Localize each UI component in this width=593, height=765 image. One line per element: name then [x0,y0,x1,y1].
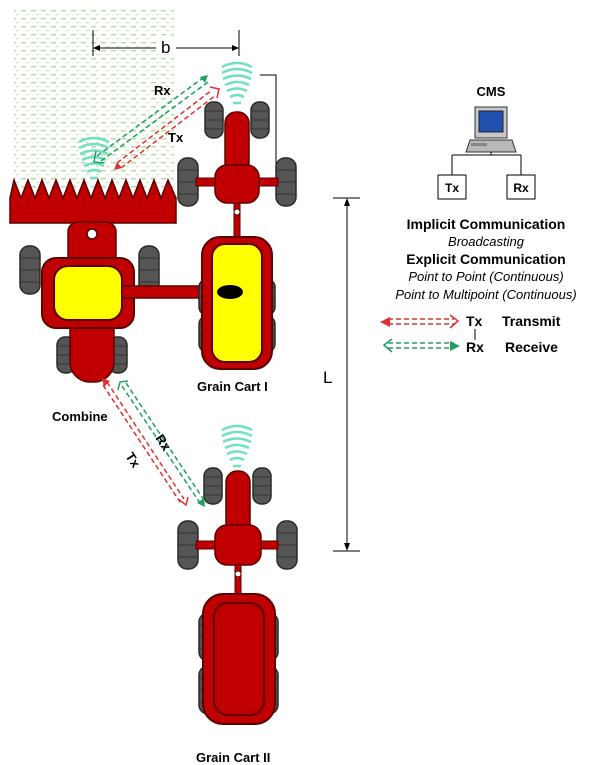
l-dimension: L [323,197,360,552]
legend-rx-label: Receive [505,339,558,355]
tx-legend-arrow [380,314,460,329]
b-dimension: b [92,30,240,57]
grain-cart-1-label: Grain Cart I [197,379,268,394]
legend-rx-abbr: Rx [466,339,484,355]
grain-cart-1-tank [211,243,263,363]
combine-vehicle [9,177,231,383]
explicit-title: Explicit Communication [406,251,565,267]
b-label: b [161,38,170,57]
combine-grain-tank [53,265,123,321]
combine-header [9,177,177,224]
combine-label: Combine [52,409,108,424]
rx-legend-arrow [382,338,460,353]
cms-title: CMS [477,84,506,99]
implicit-title: Implicit Communication [407,216,566,232]
grain-cart-2-vehicle [177,467,298,725]
cms-rx-label: Rx [513,181,529,195]
grain-cart-1-vehicle [177,101,297,370]
tx-label-top: Tx [168,130,184,145]
l-label: L [323,368,332,387]
tx-label-bottom: Tx [122,449,143,471]
legend: Implicit Communication Broadcasting Expl… [380,216,577,355]
explicit-sub1: Point to Point (Continuous) [408,269,563,284]
grain-cart-2-label: Grain Cart II [196,750,270,765]
tx-rx-arrows-top: Rx Tx [93,75,220,170]
cms-block: CMS Tx Rx [437,84,536,200]
tx-rx-arrows-bottom: Rx Tx [102,378,205,507]
cms-rx-box [506,174,536,200]
rx-label-top: Rx [154,83,171,98]
cms-tx-label: Tx [445,181,459,195]
desktop-computer-icon [465,106,517,153]
implicit-sub: Broadcasting [448,234,525,249]
broadcast-signal-icon [220,424,254,468]
legend-tx-abbr: Tx [466,313,483,329]
explicit-sub2: Point to Multipoint (Continuous) [395,287,576,302]
legend-tx-label: Transmit [502,313,561,329]
broadcast-signal-icon [220,61,254,105]
cms-tx-box [437,174,467,200]
